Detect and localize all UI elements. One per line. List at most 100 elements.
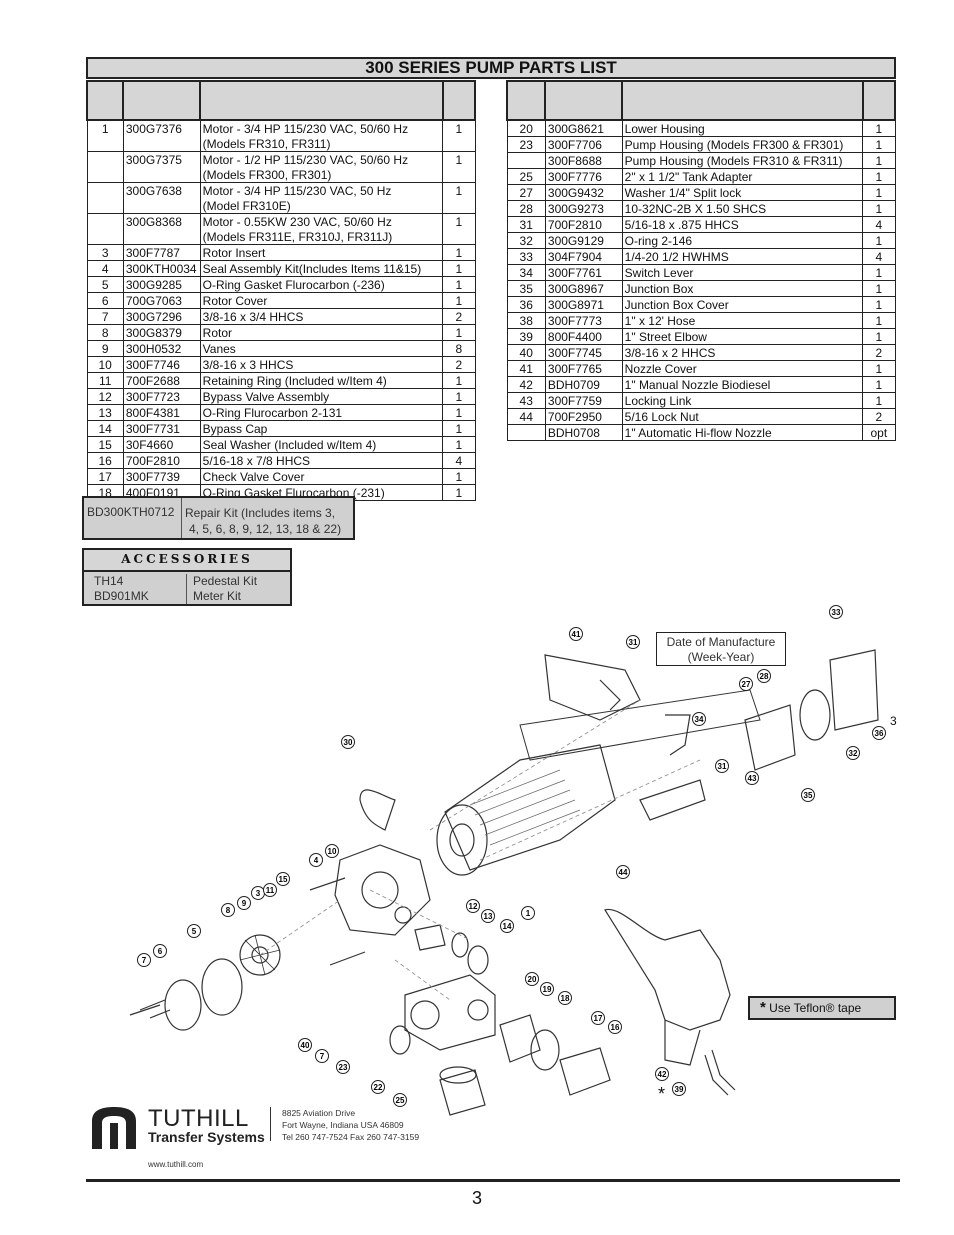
callout-bubble bbox=[341, 735, 355, 749]
cell-desc: O-Ring Flurocarbon 2-131 bbox=[199, 404, 444, 421]
cell-desc: 5/16 Lock Nut bbox=[621, 408, 864, 425]
cell-item: 12 bbox=[86, 388, 124, 405]
cell-part: 800F4381 bbox=[122, 404, 201, 421]
date-box-line1: Date of Manufacture bbox=[666, 635, 776, 649]
cell-item: 44 bbox=[506, 408, 546, 425]
accessory-code: TH14 bbox=[84, 574, 187, 589]
cell-desc: Switch Lever bbox=[621, 264, 864, 281]
callout-label: 17 bbox=[594, 1014, 603, 1023]
cell-item: 20 bbox=[506, 119, 546, 137]
cell-qty: 2 bbox=[442, 308, 476, 325]
cell-qty: 1 bbox=[862, 168, 896, 185]
cell-part: 300F7706 bbox=[544, 136, 623, 153]
cell-part: 300G9432 bbox=[544, 184, 623, 201]
cell-item bbox=[86, 167, 124, 183]
cell-item: 8 bbox=[86, 324, 124, 341]
callout-bubble bbox=[616, 865, 630, 879]
callout-bubble bbox=[263, 883, 277, 897]
callout-label: 44 bbox=[619, 868, 628, 877]
cell-part: 300G8621 bbox=[544, 119, 623, 137]
cell-desc: 1/4-20 1/2 HWHMS bbox=[621, 248, 864, 265]
cell-part: 300F7739 bbox=[122, 468, 201, 485]
callout-bubble bbox=[558, 991, 572, 1005]
callout-label: 9 bbox=[242, 899, 247, 908]
cell-part: 300F7773 bbox=[544, 312, 623, 329]
cell-part: 300F7765 bbox=[544, 360, 623, 377]
address-line2: Fort Wayne, Indiana USA 46809 bbox=[282, 1120, 404, 1130]
header-cell-qty bbox=[861, 80, 897, 121]
cell-item bbox=[86, 151, 124, 167]
callout-bubble bbox=[829, 605, 843, 619]
cell-qty: 1 bbox=[862, 312, 896, 329]
callout-bubble bbox=[481, 909, 495, 923]
cell-desc: Motor - 3/4 HP 115/230 VAC, 50/60 Hz bbox=[199, 119, 444, 136]
table-header-row bbox=[85, 80, 477, 121]
cell-item: 38 bbox=[506, 312, 546, 329]
callout-label: 36 bbox=[875, 729, 884, 738]
header-cell-item bbox=[505, 80, 547, 121]
cell-qty: 8 bbox=[442, 340, 476, 357]
cell-part: 700F2810 bbox=[122, 452, 201, 469]
callout-label: 34 bbox=[695, 715, 704, 724]
cell-part: 300G7638 bbox=[122, 182, 201, 198]
cell-qty bbox=[442, 167, 476, 183]
cell-desc: 1" Street Elbow bbox=[621, 328, 864, 345]
callout-bubble bbox=[591, 1011, 605, 1025]
cell-qty bbox=[442, 136, 476, 152]
callout-bubble bbox=[626, 635, 640, 649]
company-url[interactable]: www.tuthill.com bbox=[148, 1160, 204, 1169]
logo-divider bbox=[270, 1107, 271, 1141]
cell-desc: 10-32NC-2B X 1.50 SHCS bbox=[621, 200, 864, 217]
cell-item: 28 bbox=[506, 200, 546, 217]
footer-rule bbox=[86, 1179, 900, 1182]
cell-item: 34 bbox=[506, 264, 546, 281]
cell-qty: 1 bbox=[442, 388, 476, 405]
cell-part: 300G7375 bbox=[122, 151, 201, 167]
cell-item: 5 bbox=[86, 276, 124, 293]
callout-bubble bbox=[801, 788, 815, 802]
cell-item: 43 bbox=[506, 392, 546, 409]
tuthill-logo-icon bbox=[92, 1107, 136, 1149]
cell-item: 42 bbox=[506, 376, 546, 393]
cell-desc: (Models FR300, FR301) bbox=[199, 167, 444, 183]
cell-qty: 4 bbox=[442, 452, 476, 469]
cell-qty: 1 bbox=[442, 436, 476, 453]
cell-desc: Pump Housing (Models FR310 & FR311) bbox=[621, 152, 864, 169]
callout-bubble bbox=[309, 853, 323, 867]
callout-bubble bbox=[315, 1049, 329, 1063]
cell-qty: 1 bbox=[862, 360, 896, 377]
callout-label: 18 bbox=[561, 994, 570, 1003]
cell-part: 300F8688 bbox=[544, 152, 623, 169]
cell-qty: 1 bbox=[442, 468, 476, 485]
callout-label: 4 bbox=[314, 856, 319, 865]
callout-bubble bbox=[872, 726, 886, 740]
accessories-box: ACCESSORIES TH14 Pedestal Kit BD901MK Me… bbox=[82, 548, 292, 606]
cell-qty: 1 bbox=[862, 184, 896, 201]
cell-desc: 5/16-18 x .875 HHCS bbox=[621, 216, 864, 233]
cell-qty: 1 bbox=[862, 200, 896, 217]
cell-desc: (Models FR310, FR311) bbox=[199, 136, 444, 152]
cell-desc: Seal Washer (Included w/Item 4) bbox=[199, 436, 444, 453]
cell-qty: 1 bbox=[862, 152, 896, 169]
accessories-header: ACCESSORIES bbox=[84, 550, 290, 572]
callout-bubble bbox=[325, 844, 339, 858]
cell-part: 300F7787 bbox=[122, 244, 201, 261]
cell-qty: 1 bbox=[442, 119, 476, 136]
cell-item: 16 bbox=[86, 452, 124, 469]
cell-qty: 1 bbox=[442, 276, 476, 293]
cell-desc: 3/8-16 x 2 HHCS bbox=[621, 344, 864, 361]
header-cell-item bbox=[85, 80, 125, 121]
cell-desc: Retaining Ring (Included w/Item 4) bbox=[199, 372, 444, 389]
cell-desc: Bypass Valve Assembly bbox=[199, 388, 444, 405]
